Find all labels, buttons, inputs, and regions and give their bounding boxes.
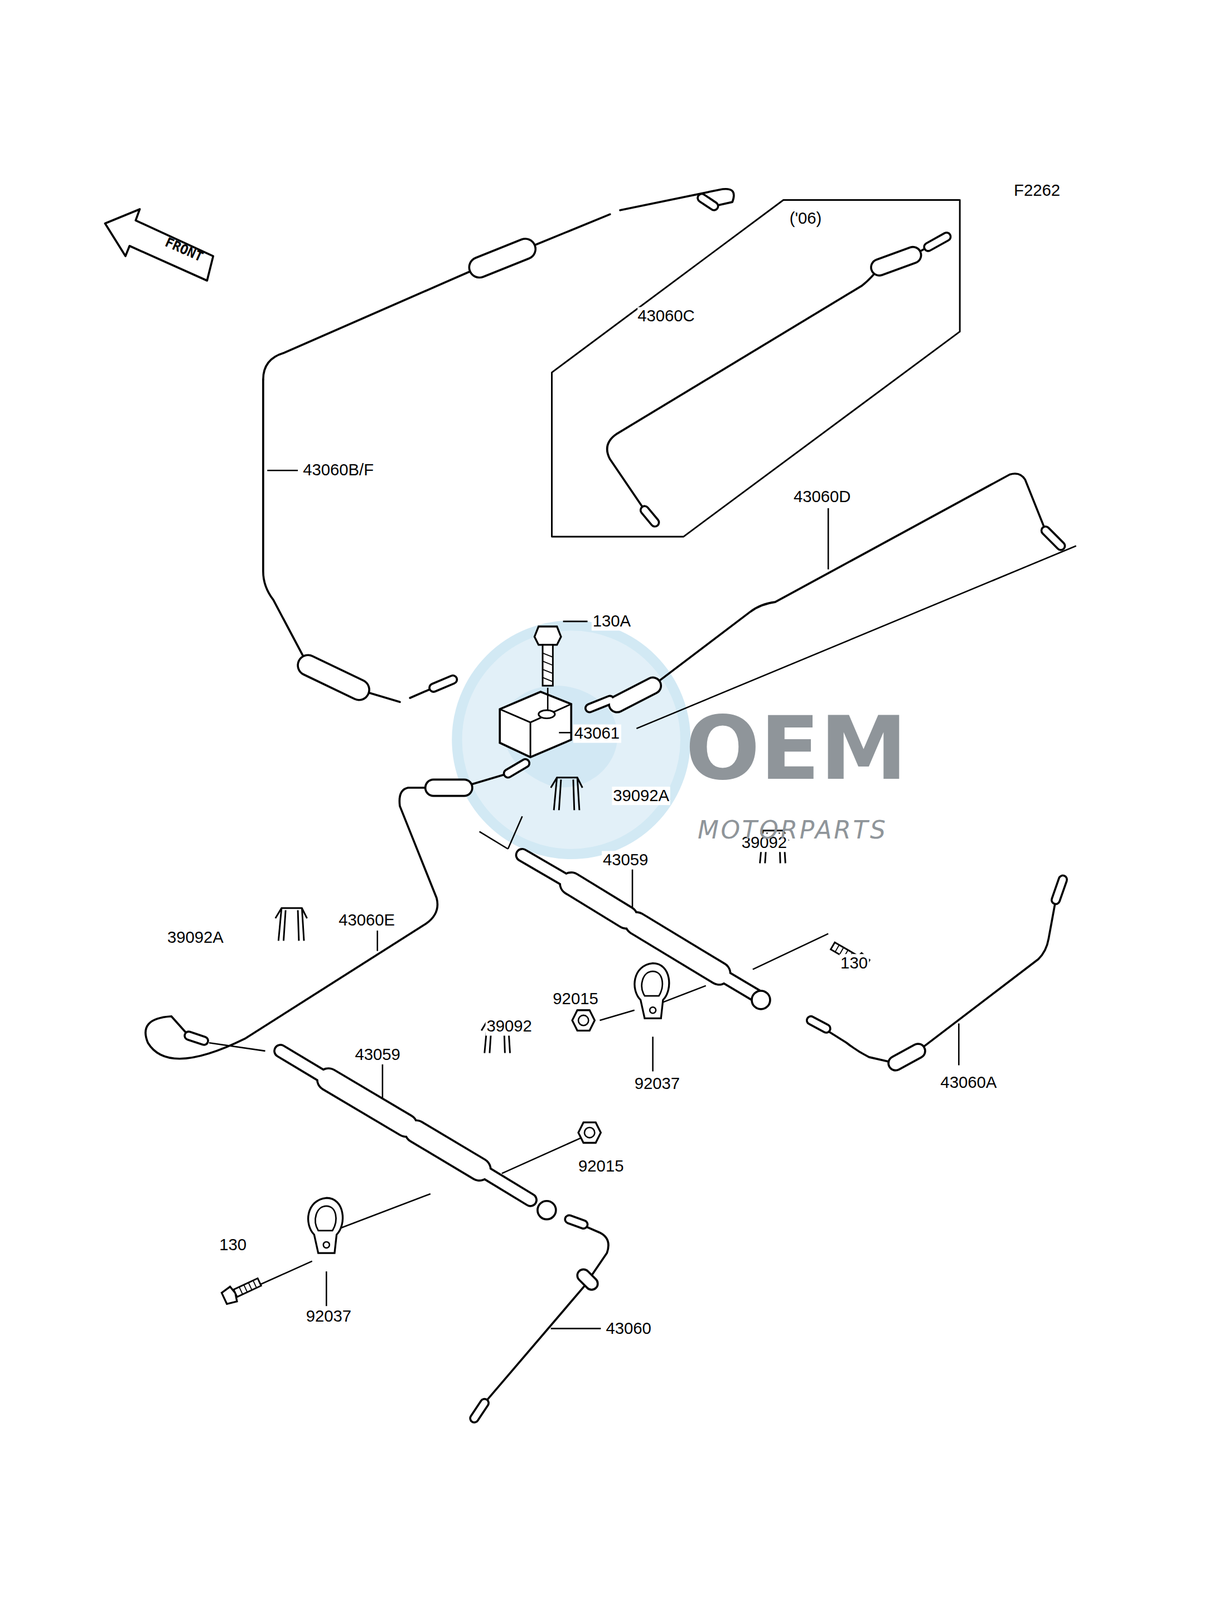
callout-number: 130 <box>839 953 869 973</box>
callout-number: 43059 <box>601 850 650 869</box>
node-outline <box>550 199 961 538</box>
watermark: MOTORPARTS <box>697 818 888 843</box>
callout-number: 92037 <box>633 1074 681 1093</box>
callout-number: 130A <box>591 611 632 631</box>
callout-number: 92015 <box>551 989 599 1008</box>
callout-number: 39092 <box>485 1017 534 1036</box>
callout-number: 43059 <box>354 1045 402 1065</box>
outline-shape <box>104 209 214 281</box>
callout-number: 43060A <box>939 1072 999 1092</box>
outline-shape <box>551 199 960 537</box>
callout-number: 43061 <box>573 724 621 743</box>
variant-label: ('06) <box>789 209 823 228</box>
watermark: OEM <box>685 703 908 792</box>
callout-number: 43060B/F <box>301 461 375 480</box>
callout-number: 43060E <box>337 910 396 930</box>
callout-number: 43060D <box>792 487 852 506</box>
callout-number: 43060C <box>637 307 695 326</box>
callout-number: 92037 <box>305 1306 353 1326</box>
callout-number: 39092A <box>166 927 225 947</box>
front-arrow: FRONT <box>104 209 216 283</box>
callout-number: 130 <box>218 1235 248 1254</box>
node-outline <box>104 209 216 283</box>
figure-code: F2262 <box>1012 181 1062 201</box>
callout-number: 92015 <box>577 1156 625 1176</box>
year-variant-box: ('06) 43060C <box>550 199 961 538</box>
callout-number: 43060 <box>605 1318 653 1338</box>
callout-number: 39092A <box>611 786 671 805</box>
